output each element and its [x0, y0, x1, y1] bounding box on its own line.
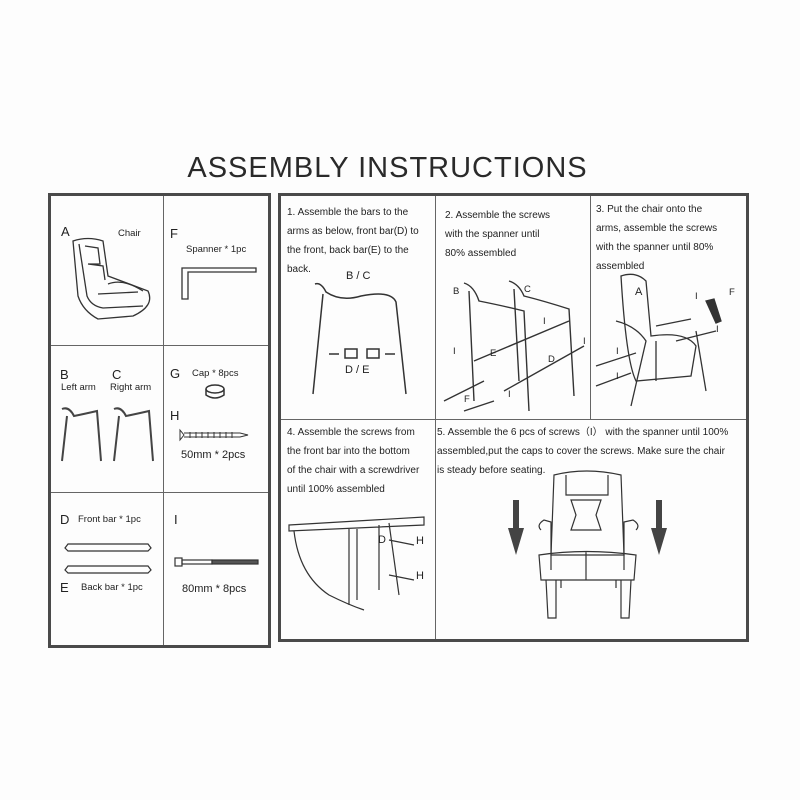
callout-label: I [716, 324, 719, 335]
part-name: 50mm * 2pcs [181, 449, 246, 461]
callout-label: I [508, 389, 511, 400]
callout-label: I [695, 291, 698, 302]
callout-label: A [635, 286, 643, 298]
part-cell-cap-screw: G Cap * 8pcs H 50mm * 2pcs [164, 346, 268, 493]
callout-label: E [490, 348, 497, 359]
wood-screw-icon [179, 428, 249, 442]
step-4: 4. Assemble the screws from the front ba… [281, 420, 436, 639]
callout-label: I [616, 346, 619, 357]
callout-label: F [464, 394, 470, 405]
arm-frame-illustration [312, 282, 407, 395]
part-cell-arms: B Left arm C Right arm [51, 346, 164, 493]
callout-label: I [543, 316, 546, 327]
part-letter: C [112, 367, 122, 382]
part-letter: B [60, 367, 69, 382]
step-text-line: until 100% assembled [287, 484, 385, 495]
bolt-icon [174, 557, 259, 567]
bars-illustration [64, 543, 152, 574]
down-arrow-icon [508, 500, 524, 555]
step-text-line: assembled [596, 261, 645, 272]
chair-on-frame-illustration [595, 273, 722, 407]
step-text-line: is steady before seating. [437, 465, 546, 476]
part-name: Back bar * 1pc [81, 582, 143, 593]
part-name: 80mm * 8pcs [182, 583, 247, 595]
callout-label: B [453, 286, 460, 297]
part-letter: A [61, 224, 70, 239]
chair-side-illustration [72, 237, 151, 320]
callout-label: D [378, 534, 386, 546]
part-name: Spanner * 1pc [186, 244, 247, 255]
part-cell-bars: D Front bar * 1pc E Back bar * 1pc [51, 493, 164, 645]
step-text-line: 1. Assemble the bars to the [287, 207, 409, 218]
step-text-line: 3. Put the chair onto the [596, 204, 703, 215]
frame-assembly-illustration [443, 280, 585, 412]
part-name: Chair [118, 228, 141, 239]
step-text-line: arms, assemble the screws [596, 223, 718, 234]
step-3: 3. Put the chair onto the arms, assemble… [591, 196, 746, 420]
callout-label: I [616, 371, 619, 382]
callout-label: C [524, 284, 531, 295]
part-letter: I [174, 512, 178, 527]
step-text-line: of the chair with a screwdriver [287, 465, 420, 476]
part-letter: D [60, 512, 70, 527]
chair-underside-illustration [288, 516, 425, 611]
callout-label: B / C [346, 270, 371, 282]
step-2: 2. Assemble the screws with the spanner … [436, 196, 591, 420]
part-name: Cap * 8pcs [192, 368, 239, 379]
step-text-line: the front bar into the bottom [287, 446, 410, 457]
step-text-line: 4. Assemble the screws from [287, 427, 415, 438]
part-name: Left arm [61, 382, 96, 393]
page-title: ASSEMBLY INSTRUCTIONS [187, 152, 588, 184]
callout-label: H [416, 570, 424, 582]
part-cell-chair: A Chair [51, 196, 164, 346]
step-text-line: 5. Assemble the 6 pcs of screws（I） with … [437, 427, 729, 438]
callout-label: I [453, 346, 456, 357]
callout-label: H [416, 535, 424, 547]
cap-icon [205, 384, 225, 399]
part-letter: H [170, 408, 180, 423]
part-cell-bolt: I 80mm * 8pcs [164, 493, 268, 645]
parts-list-box: A Chair F Spanner * 1pc B Left arm C Rig… [48, 193, 271, 648]
part-cell-spanner: F Spanner * 1pc [164, 196, 268, 346]
part-name: Front bar * 1pc [78, 514, 141, 525]
step-text-line: 2. Assemble the screws [445, 210, 551, 221]
step-1: 1. Assemble the bars to the arms as belo… [281, 196, 436, 420]
down-arrow-icon [651, 500, 667, 555]
callout-label: D / E [345, 364, 370, 376]
callout-label: D [548, 354, 555, 365]
step-text-line: back. [287, 264, 311, 275]
part-letter: G [170, 366, 181, 381]
step-text-line: the front, back bar(E) to the [287, 245, 409, 256]
step-text-line: assembled,put the caps to cover the scre… [437, 446, 725, 457]
step-text-line: with the spanner until [445, 229, 540, 240]
part-letter: E [60, 580, 69, 595]
callout-label: I [583, 336, 586, 347]
callout-label: F [729, 287, 735, 298]
step-5: 5. Assemble the 6 pcs of screws（I） with … [436, 420, 746, 639]
spanner-icon [181, 267, 257, 300]
steps-box: 1. Assemble the bars to the arms as belo… [278, 193, 749, 642]
step-text-line: arms as below, front bar(D) to [287, 226, 419, 237]
part-letter: F [170, 226, 178, 241]
arms-illustration [61, 407, 154, 462]
part-name: Right arm [110, 382, 152, 393]
step-text-line: 80% assembled [445, 248, 517, 259]
assembled-chair-illustration [538, 470, 639, 619]
step-text-line: with the spanner until 80% [596, 242, 714, 253]
